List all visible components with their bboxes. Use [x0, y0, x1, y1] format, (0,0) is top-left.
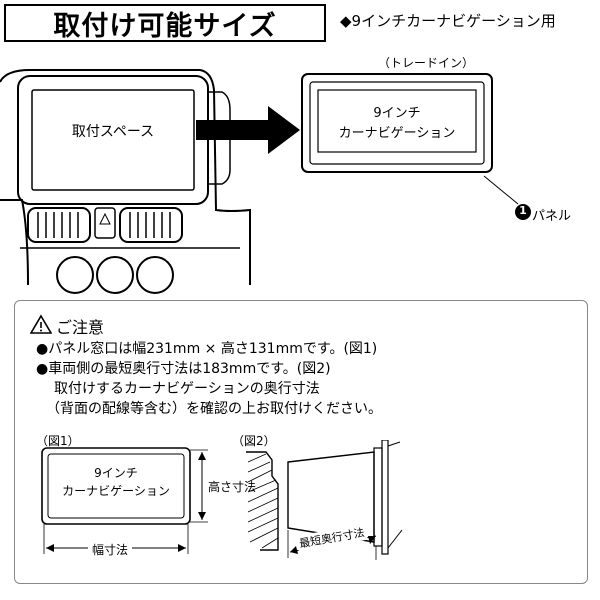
notice-line-1: ●パネル窓口は幅231mm × 高さ131mmです。(図1) — [36, 341, 378, 357]
navi-label-line1: 9インチ — [373, 106, 421, 121]
dashboard-illustration — [0, 69, 531, 294]
fig1-navi-line1: 9インチ — [94, 466, 138, 480]
fig1-diagram — [41, 447, 208, 554]
notice-heading: ご注意 — [56, 318, 105, 337]
fig2-caption: （図2） — [232, 434, 276, 448]
panel-number: 1 — [519, 204, 527, 217]
notice-line-4: （背面の配線等含む）を確認の上お取付けください。 — [46, 401, 382, 417]
navi-label: 9インチ カーナビゲーション — [318, 104, 476, 143]
subtitle: ◆9インチカーナビゲーション用 — [340, 12, 556, 30]
panel-label: パネル — [532, 209, 572, 224]
install-space-label: 取付スペース — [71, 124, 155, 140]
navi-label-line2: カーナビゲーション — [338, 125, 456, 141]
height-label: 高さ寸法 — [208, 480, 257, 494]
notice-line-2: ●車両側の最短奥行寸法は183mmです。(図2) — [36, 361, 331, 377]
tradein-label: （トレードイン） — [378, 56, 475, 70]
warning-icon — [30, 314, 52, 334]
notice-line-3: 取付けするカーナビゲーションの奥行寸法 — [54, 381, 320, 397]
fig2-diagram — [246, 440, 403, 560]
fig1-caption: （図1） — [36, 434, 80, 448]
width-label: 幅寸法 — [88, 541, 133, 558]
fig1-navi-label: 9インチ カーナビゲーション — [48, 464, 184, 500]
page-title: 取付け可能サイズ — [4, 4, 326, 42]
fig1-navi-line2: カーナビゲーション — [62, 484, 170, 498]
